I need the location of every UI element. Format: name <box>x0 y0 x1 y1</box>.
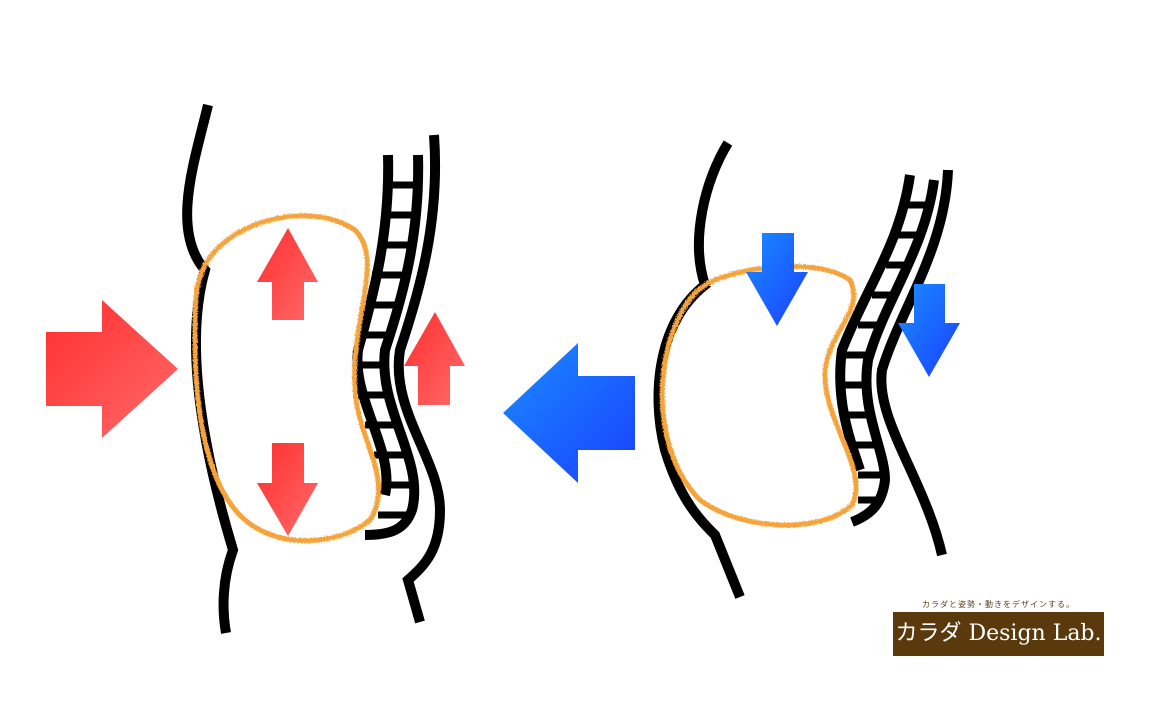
right-spine-rail-inner <box>835 174 915 472</box>
red-push-arrow-right <box>46 300 178 438</box>
red-up-arrow-top <box>257 228 318 320</box>
left-spine-rail-inner <box>352 154 394 497</box>
left-abdomen-outline <box>192 213 382 544</box>
right-figure <box>653 140 953 599</box>
brand-logo: カラダと姿勢・動きをデザインする。 カラダ Design Lab. <box>893 598 1104 656</box>
left-back-outer-line <box>393 134 446 624</box>
right-back-outer-line <box>876 169 953 557</box>
right-front-body-line <box>653 140 745 599</box>
red-up-arrow-back <box>404 312 465 405</box>
right-spine-rungs <box>838 201 930 504</box>
logo-name: カラダ Design Lab. <box>893 612 1104 656</box>
red-down-arrow-bottom <box>257 443 318 536</box>
right-abdomen-outline <box>659 263 859 528</box>
left-figure <box>182 103 446 634</box>
blue-down-arrow-abdomen <box>746 233 808 326</box>
right-spine-rail-outer <box>850 179 939 527</box>
blue-down-arrow-back <box>898 284 960 377</box>
left-spine-rungs <box>357 181 418 519</box>
logo-tagline: カラダと姿勢・動きをデザインする。 <box>922 600 1075 609</box>
blue-arrow-left <box>503 343 635 483</box>
